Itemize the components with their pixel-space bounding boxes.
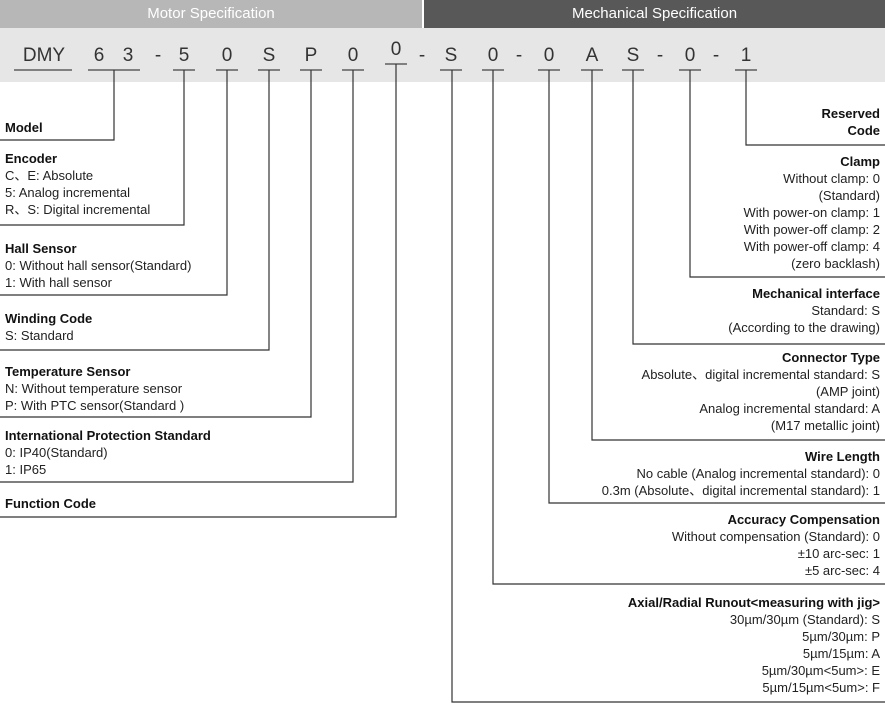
connector-type-option: Absolute、digital incremental standard: S	[641, 367, 880, 382]
winding-code-title: Winding Code	[5, 311, 93, 326]
clamp-option: With power-off clamp: 2	[743, 222, 880, 237]
mechanical-specification-header: Mechanical Specification	[424, 0, 885, 28]
code-segment: 3	[122, 45, 134, 66]
temperature-sensor-title: Temperature Sensor	[5, 364, 131, 379]
code-separator: -	[515, 45, 523, 66]
accuracy-compensation-option: Without compensation (Standard): 0	[671, 529, 880, 544]
international-protection-standard-title: International Protection Standard	[5, 428, 211, 443]
code-segment: 0	[487, 45, 499, 66]
code-segment: 0	[390, 39, 402, 60]
code-segment: 6	[93, 45, 105, 66]
code-segment: S	[626, 45, 640, 66]
reserved-code-title: Reserved Code	[821, 106, 880, 138]
connector-type-title: Connector Type	[782, 350, 880, 365]
clamp-option: With power-off clamp: 4	[743, 239, 880, 254]
code-separator: -	[154, 45, 162, 66]
reserved-code-field: Reserved Code	[821, 105, 880, 139]
clamp-option: Without clamp: 0	[783, 171, 880, 186]
function-code-title: Function Code	[5, 496, 96, 511]
encoder-option: 5: Analog incremental	[5, 185, 131, 200]
code-segment: 0	[543, 45, 555, 66]
wire-length-field: Wire Length No cable (Analog incremental …	[602, 448, 880, 499]
temperature-sensor-option: P: With PTC sensor(Standard )	[5, 398, 185, 413]
winding-code-option: S: Standard	[5, 328, 74, 343]
mechanical-interface-option: Standard: S	[811, 303, 880, 318]
winding-code-field: Winding Code S: Standard	[5, 310, 92, 344]
encoder-option: R、S: Digital incremental	[5, 202, 151, 217]
model-field: Model	[5, 119, 43, 136]
connector-type-option: Analog incremental standard: A	[699, 401, 880, 416]
function-code-field: Function Code	[5, 495, 96, 512]
code-separator: -	[656, 45, 664, 66]
encoder-title: Encoder	[5, 151, 58, 166]
code-separator: -	[712, 45, 720, 66]
accuracy-compensation-option: ±5 arc-sec: 4	[804, 563, 880, 578]
axial-radial-runout-measuring-with-jig-option: 5µm/30µm<5um>: E	[761, 663, 880, 678]
axial-radial-runout-measuring-with-jig-option: 30µm/30µm (Standard): S	[729, 612, 880, 627]
accuracy-compensation-title: Accuracy Compensation	[727, 512, 880, 527]
code-segment: DMY	[22, 45, 66, 66]
code-segment: S	[262, 45, 276, 66]
axial-radial-runout-measuring-with-jig-field: Axial/Radial Runout<measuring with jig> 3…	[628, 594, 880, 696]
code-separator: -	[418, 45, 426, 66]
mechanical-interface-title: Mechanical interface	[752, 286, 880, 301]
temperature-sensor-field: Temperature Sensor N: Without temperature…	[5, 363, 184, 414]
clamp-option: (Standard)	[818, 188, 880, 203]
code-segment: 0	[221, 45, 233, 66]
code-segment: 0	[684, 45, 696, 66]
hall-sensor-title: Hall Sensor	[5, 241, 77, 256]
connector-type-option: (M17 metallic joint)	[770, 418, 880, 433]
hall-sensor-option: 0: Without hall sensor(Standard)	[5, 258, 192, 273]
code-segment: 0	[347, 45, 359, 66]
clamp-title: Clamp	[840, 154, 880, 169]
clamp-option: With power-on clamp: 1	[743, 205, 880, 220]
accuracy-compensation-option: ±10 arc-sec: 1	[797, 546, 880, 561]
wire-length-title: Wire Length	[805, 449, 880, 464]
mechanical-interface-option: (According to the drawing)	[728, 320, 880, 335]
temperature-sensor-option: N: Without temperature sensor	[5, 381, 183, 396]
code-segment: 1	[740, 45, 752, 66]
connector-type-option: (AMP joint)	[815, 384, 880, 399]
international-protection-standard-field: International Protection Standard 0: IP40…	[5, 427, 211, 478]
axial-radial-runout-measuring-with-jig-option: 5µm/15µm<5um>: F	[762, 680, 880, 695]
encoder-option: C、E: Absolute	[5, 168, 94, 183]
wire-length-option: 0.3m (Absolute、digital incremental stand…	[601, 483, 880, 498]
model-title: Model	[5, 120, 43, 135]
hall-sensor-option: 1: With hall sensor	[5, 275, 112, 290]
code-segment: A	[585, 45, 599, 66]
code-segment: S	[444, 45, 458, 66]
axial-radial-runout-measuring-with-jig-title: Axial/Radial Runout<measuring with jig>	[627, 595, 880, 610]
wire-length-option: No cable (Analog incremental standard): …	[636, 466, 880, 481]
motor-specification-header: Motor Specification	[0, 0, 422, 28]
code-segment: 5	[178, 45, 190, 66]
axial-radial-runout-measuring-with-jig-option: 5µm/15µm: A	[802, 646, 880, 661]
axial-radial-runout-measuring-with-jig-option: 5µm/30µm: P	[802, 629, 880, 644]
international-protection-standard-option: 1: IP65	[5, 462, 47, 477]
hall-sensor-field: Hall Sensor 0: Without hall sensor(Standa…	[5, 240, 191, 291]
international-protection-standard-option: 0: IP40(Standard)	[5, 445, 108, 460]
code-segment: P	[304, 45, 318, 66]
clamp-option: (zero backlash)	[791, 256, 880, 271]
